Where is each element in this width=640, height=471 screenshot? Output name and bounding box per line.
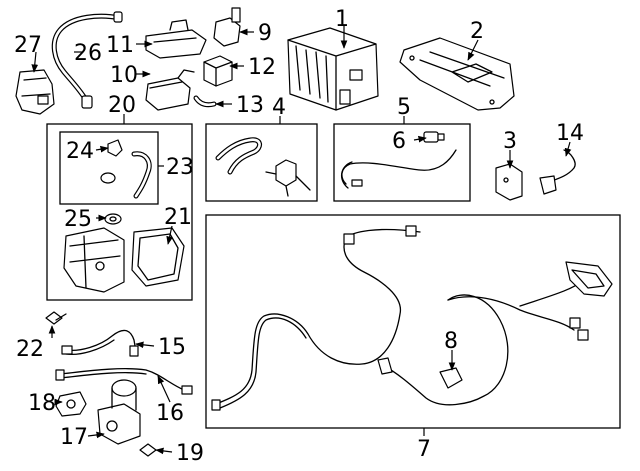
part-16-tube: [55, 368, 193, 395]
part-26-hose: [51, 11, 123, 109]
callout-10: 10: [110, 63, 138, 88]
part-12-solenoid: [203, 55, 233, 87]
part-10-purge-valve: [145, 69, 195, 111]
callout-3: 3: [503, 129, 517, 154]
part-4-hose-assembly: [215, 137, 311, 197]
part-9-valve: [213, 7, 241, 47]
group-box-4: [205, 123, 318, 202]
part-5-vapor-line: [341, 149, 457, 189]
part-13-hose: [193, 95, 217, 108]
callout-1: 1: [335, 7, 349, 32]
part-18-gasket: [55, 391, 87, 417]
callout-23: 23: [166, 155, 194, 180]
part-6-connector: [423, 131, 445, 143]
callout-12: 12: [248, 55, 276, 80]
callout-22: 22: [16, 337, 44, 362]
group-box-23: [59, 131, 159, 205]
callout-19: 19: [176, 441, 204, 466]
part-17-valve: [97, 379, 141, 445]
callout-20: 20: [108, 93, 136, 118]
part-1-canister: [287, 27, 379, 111]
part-25-washer: [104, 213, 122, 225]
part-19-bolt: [139, 443, 157, 457]
part-23-hose: [100, 151, 152, 199]
group-box-5: [333, 123, 471, 202]
part-24-fitting: [107, 139, 123, 157]
callout-8: 8: [444, 329, 458, 354]
callout-9: 9: [258, 21, 272, 46]
part-2-shield: [399, 37, 515, 111]
callout-14: 14: [556, 121, 584, 146]
callout-26: 26: [74, 41, 102, 66]
callout-6: 6: [392, 129, 406, 154]
callout-18: 18: [28, 391, 56, 416]
callout-7: 7: [417, 437, 431, 462]
part-22-bolt: [45, 311, 67, 325]
callout-2: 2: [470, 19, 484, 44]
part-20-housing: [63, 227, 125, 293]
part-27-sensor: [15, 69, 55, 115]
callout-25: 25: [64, 207, 92, 232]
part-7-fuel-lines: [211, 225, 613, 411]
callout-27: 27: [14, 33, 42, 58]
part-3-bracket: [495, 163, 523, 201]
part-8-clip: [439, 367, 463, 389]
callout-21: 21: [164, 205, 192, 230]
callout-13: 13: [236, 93, 264, 118]
callout-labels: 1 2 3 4 5 6 7 8 9 10 11 12 13 14 15 16 1…: [14, 7, 584, 466]
callout-11: 11: [106, 33, 134, 58]
group-box-20: [46, 123, 193, 301]
part-14-hose: [539, 149, 576, 195]
callout-17: 17: [60, 425, 88, 450]
part-15-tube: [61, 329, 139, 357]
callout-16: 16: [156, 401, 184, 426]
leader-lines: [31, 26, 572, 455]
group-box-7: [205, 214, 621, 429]
callout-24: 24: [66, 139, 94, 164]
callout-5: 5: [397, 95, 411, 120]
callout-4: 4: [272, 95, 286, 120]
callout-15: 15: [158, 335, 186, 360]
part-21-gasket: [131, 227, 185, 287]
part-11-bracket: [145, 19, 207, 59]
